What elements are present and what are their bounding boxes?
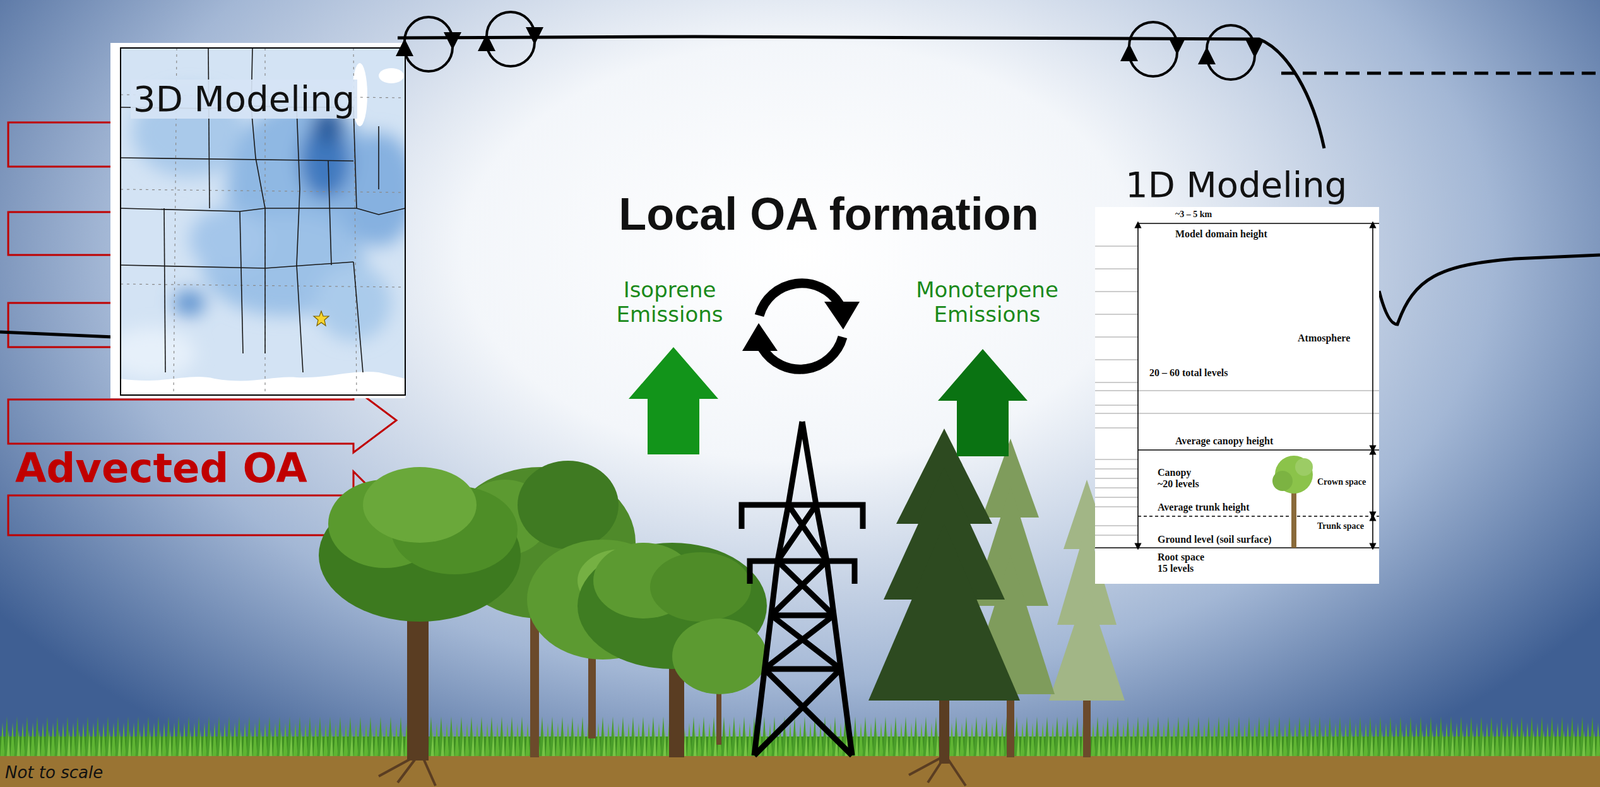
boundary-layer-right [1379,254,1600,325]
site-star [313,311,329,326]
panel-tree [1272,455,1313,548]
domain-top-line [1137,222,1380,225]
field-blob [340,132,406,247]
tower-bracing [754,504,853,756]
map-grid [120,47,406,396]
text-label: Canopy ~20 levels [1156,467,1206,491]
crown-arrow [1372,451,1374,516]
domain-arrow [1137,224,1139,547]
trunk-arrow [1372,517,1374,547]
soil [0,756,1600,787]
state-border [164,208,166,373]
emission-arrow [937,349,1028,457]
state-border [353,107,357,209]
title-heading: Local OA formation [618,189,1039,240]
eddy-arc [486,42,535,67]
state-border [120,261,354,269]
panel-heading: 3D Modeling [130,79,358,119]
text-label: 20 – 60 total levels [1148,367,1229,379]
text-label: Average canopy height [1173,435,1275,447]
cycle-arc [762,337,843,370]
trunk [1083,694,1091,758]
text-label: Average trunk height [1156,501,1251,514]
conifer-tier [868,523,1020,701]
text-label: Model domain height [1173,228,1269,240]
grid-lines [120,47,406,396]
crown [1272,470,1293,492]
map [120,47,406,396]
eddy-arc [1129,52,1178,77]
canopy [517,460,619,550]
trunk [1291,492,1297,548]
eddy-arc [1206,25,1255,50]
field-blob [173,290,206,316]
cycle-arrowhead [742,323,778,351]
map-panel: 3D Modeling [110,42,406,399]
state-border [353,261,363,373]
text-label: Atmosphere [1296,332,1352,344]
eddy-arc [404,17,453,42]
trunk-height-line [1137,515,1380,517]
tower-arm [749,561,855,584]
text-label: Monoterpene Emissions [905,277,1070,327]
state-border [239,211,243,354]
boundary-layer-top [397,36,1325,149]
state-border [328,160,332,266]
cycle-arrowhead [824,301,860,330]
text-label: Ground level (soil surface) [1156,533,1274,546]
trunk [939,694,950,764]
text-label: Isoprene Emissions [606,277,733,327]
eddy-arc [1206,55,1255,80]
conifer-trees [868,428,1125,764]
emission-arrow [628,347,719,455]
trunk [407,605,429,761]
field-blob [189,208,266,272]
text-label: ~3 – 5 km [1173,209,1214,220]
canopy [362,467,477,543]
state-border [120,157,354,161]
atmosphere-arrow [1372,224,1374,449]
panel-heading: 1D Modeling [1122,165,1350,205]
state-border [208,47,210,209]
eddies [404,11,1255,80]
roots [378,757,966,786]
map-frame [120,47,406,396]
boundary-line [0,331,114,338]
model-geometry [1095,223,1380,548]
crown [1295,458,1313,476]
conifer-tier [1048,586,1125,701]
eddy-arc [1129,22,1178,47]
concentration-field [120,88,406,379]
text-label: Not to scale [5,763,103,783]
ground-line [1095,547,1380,549]
state-border [296,107,303,373]
text-label: Advected OA [15,445,308,493]
eddy-arc [486,11,535,36]
text-label: Trunk space [1315,521,1366,532]
lake [378,68,404,84]
state-border [120,208,406,215]
grass [0,716,1600,761]
residual-layer [1281,71,1600,76]
field-blob [315,265,392,341]
gulf-water [120,371,406,396]
cycle-arc [759,283,840,316]
eddy-arc [404,47,453,72]
cycle-icon [759,283,843,370]
field-blob [120,328,196,379]
deciduous-trees [318,460,767,761]
canopy [672,618,767,695]
canopy-height-line [1137,449,1380,451]
state-border [378,126,380,190]
model-panel-background [1095,207,1380,584]
text-label: Crown space [1315,477,1368,488]
text-label: Root space 15 levels [1156,551,1211,575]
canopy [650,552,752,622]
state-borders [120,47,406,373]
transmission-tower [741,421,863,756]
